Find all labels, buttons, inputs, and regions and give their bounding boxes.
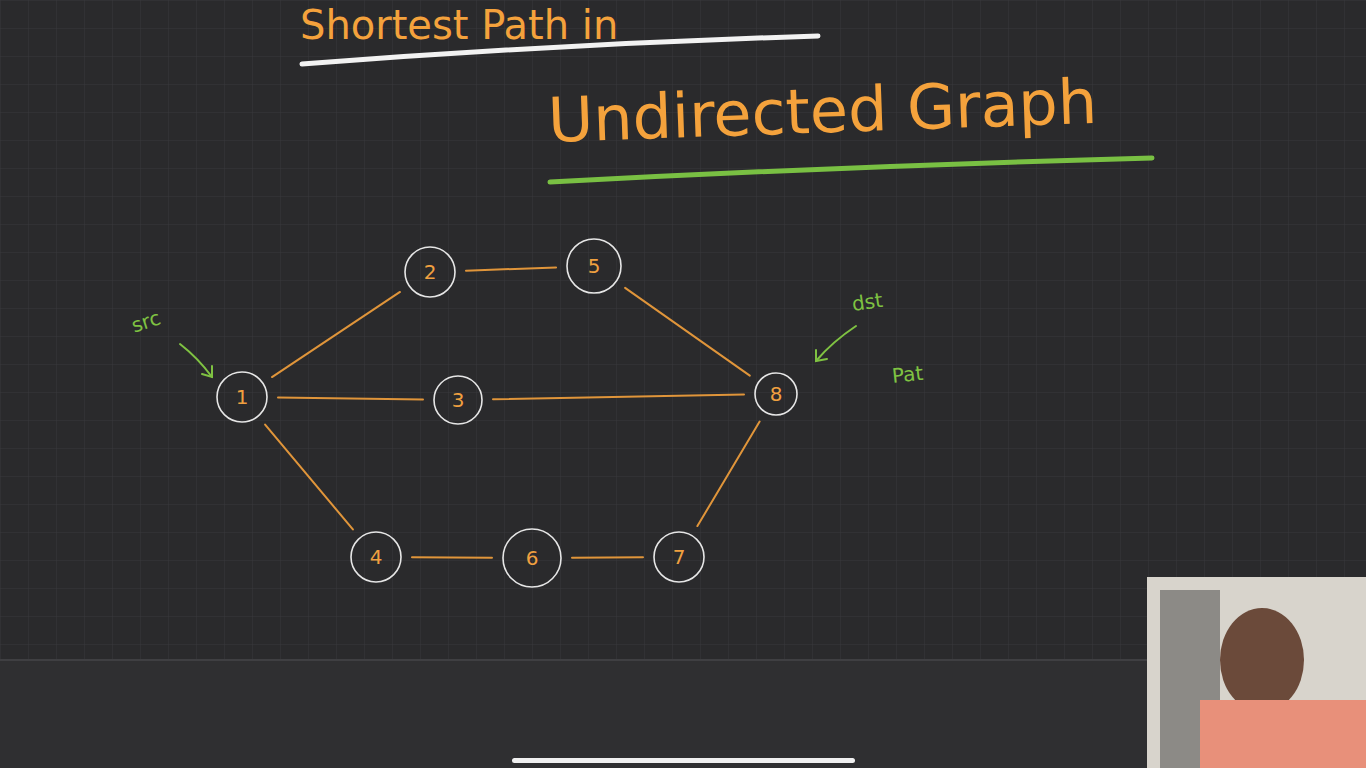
- vertex-outline: [567, 239, 621, 293]
- graph-edge: [697, 421, 759, 526]
- pointer-label: dst: [850, 288, 884, 316]
- vertex-number: 2: [424, 260, 437, 284]
- graph-vertex: 4: [350, 531, 402, 583]
- vertex-outline: [755, 373, 797, 415]
- vertex-outline: [217, 372, 267, 422]
- graph-vertex: 7: [653, 531, 705, 583]
- vertex-number: 8: [770, 382, 783, 406]
- vertex-number: 3: [452, 388, 465, 412]
- graph-edge: [412, 556, 492, 559]
- vertex-outline: [503, 529, 561, 587]
- home-indicator: [512, 758, 855, 763]
- graph-vertex: 2: [404, 246, 456, 298]
- note-text: Pat: [891, 361, 925, 388]
- webcam-inset: [1147, 577, 1366, 768]
- graph-vertex: 6: [502, 528, 562, 588]
- vertex-number: 6: [526, 546, 539, 570]
- webcam-person: [1220, 608, 1304, 712]
- graph-vertex: 3: [433, 375, 483, 425]
- dst-pointer: [816, 326, 856, 361]
- graph-edge: [265, 425, 353, 530]
- vertex-number: 7: [673, 545, 686, 569]
- vertex-outline: [434, 376, 482, 424]
- vertex-outline: [654, 532, 704, 582]
- graph-edge: [572, 556, 643, 558]
- heading-underline: [550, 158, 1152, 182]
- vertex-outline: [351, 532, 401, 582]
- graph-vertex: 1: [216, 371, 268, 423]
- webcam-shirt: [1200, 700, 1366, 768]
- vertex-outline: [405, 247, 455, 297]
- graph-edge: [272, 292, 400, 377]
- graph-edge: [493, 395, 744, 400]
- vertex-number: 1: [236, 385, 249, 409]
- src-pointer: [180, 344, 212, 377]
- graph-vertex: 5: [566, 238, 622, 294]
- title-text: Shortest Path in: [300, 2, 618, 48]
- vertex-number: 5: [588, 254, 601, 278]
- graph-edge: [625, 288, 750, 376]
- vertex-number: 4: [370, 545, 383, 569]
- graph-vertex: 8: [754, 372, 798, 416]
- graph-edge: [278, 398, 423, 400]
- graph-edge: [466, 267, 556, 270]
